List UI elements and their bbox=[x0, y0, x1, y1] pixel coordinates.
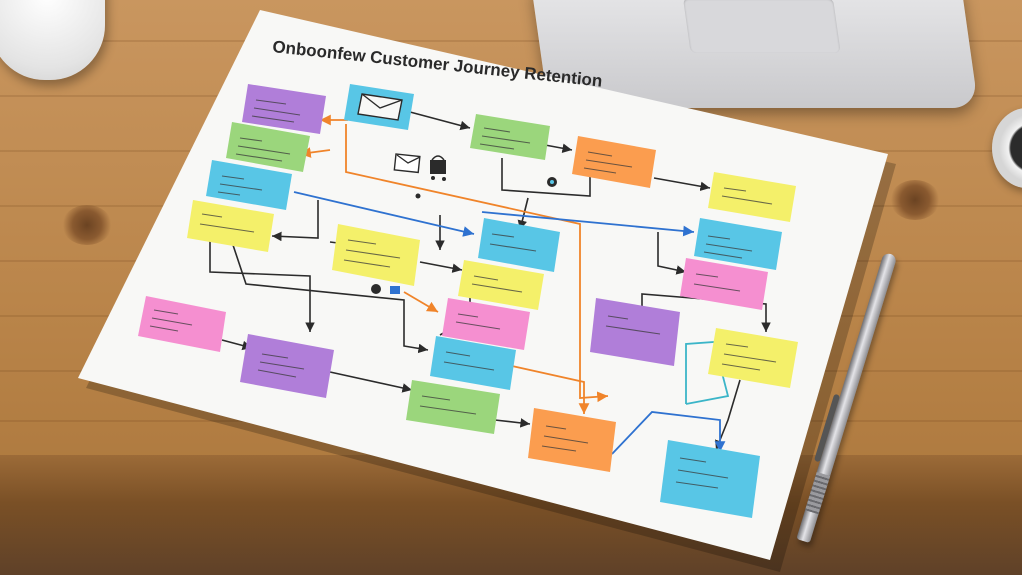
wood-knot bbox=[62, 205, 112, 245]
connector-arrow bbox=[419, 261, 463, 273]
dot-icon bbox=[390, 286, 400, 294]
sticky-note bbox=[680, 258, 768, 310]
sticky-note bbox=[458, 260, 544, 310]
sticky-note bbox=[442, 298, 530, 350]
wood-knot bbox=[890, 180, 940, 220]
connector-arrow bbox=[494, 418, 531, 428]
connector-arrow bbox=[271, 200, 319, 242]
connector-arrow bbox=[209, 240, 315, 332]
connector-arrow bbox=[653, 177, 711, 192]
dot-icon bbox=[415, 193, 421, 199]
connector-arrow bbox=[231, 241, 429, 354]
connector-arrow bbox=[544, 143, 573, 153]
sticky-note bbox=[138, 296, 226, 352]
connector-arrow bbox=[517, 197, 529, 231]
connector-arrow bbox=[657, 232, 687, 275]
sticky-note bbox=[708, 172, 796, 222]
sticky-note bbox=[572, 136, 656, 188]
sticky-note bbox=[694, 218, 782, 270]
envelope-icon bbox=[344, 84, 414, 130]
sticky-note bbox=[242, 84, 326, 134]
connector-arrow bbox=[345, 124, 609, 403]
note-scribbles bbox=[149, 99, 777, 489]
sticky-note bbox=[430, 336, 516, 390]
sticky-note bbox=[226, 122, 310, 172]
connector-arrow bbox=[611, 411, 726, 455]
sticky-note bbox=[470, 114, 550, 160]
connector-arrow bbox=[293, 191, 475, 237]
dot-icon bbox=[371, 284, 381, 294]
connector-arrow bbox=[511, 365, 590, 414]
sticky-note bbox=[660, 440, 760, 518]
small-envelope-icon bbox=[393, 153, 421, 174]
connector-arrow bbox=[329, 371, 413, 393]
sticky-note bbox=[187, 200, 274, 252]
connector-arrow bbox=[481, 211, 695, 237]
cart-icon bbox=[430, 155, 446, 181]
sticky-note bbox=[206, 160, 292, 210]
sticky-note bbox=[590, 298, 680, 366]
connector-group-blue bbox=[293, 191, 726, 455]
connector-arrow bbox=[403, 291, 439, 313]
connector-arrow bbox=[409, 111, 471, 131]
sticky-note bbox=[478, 218, 560, 272]
sticky-note bbox=[406, 380, 500, 434]
